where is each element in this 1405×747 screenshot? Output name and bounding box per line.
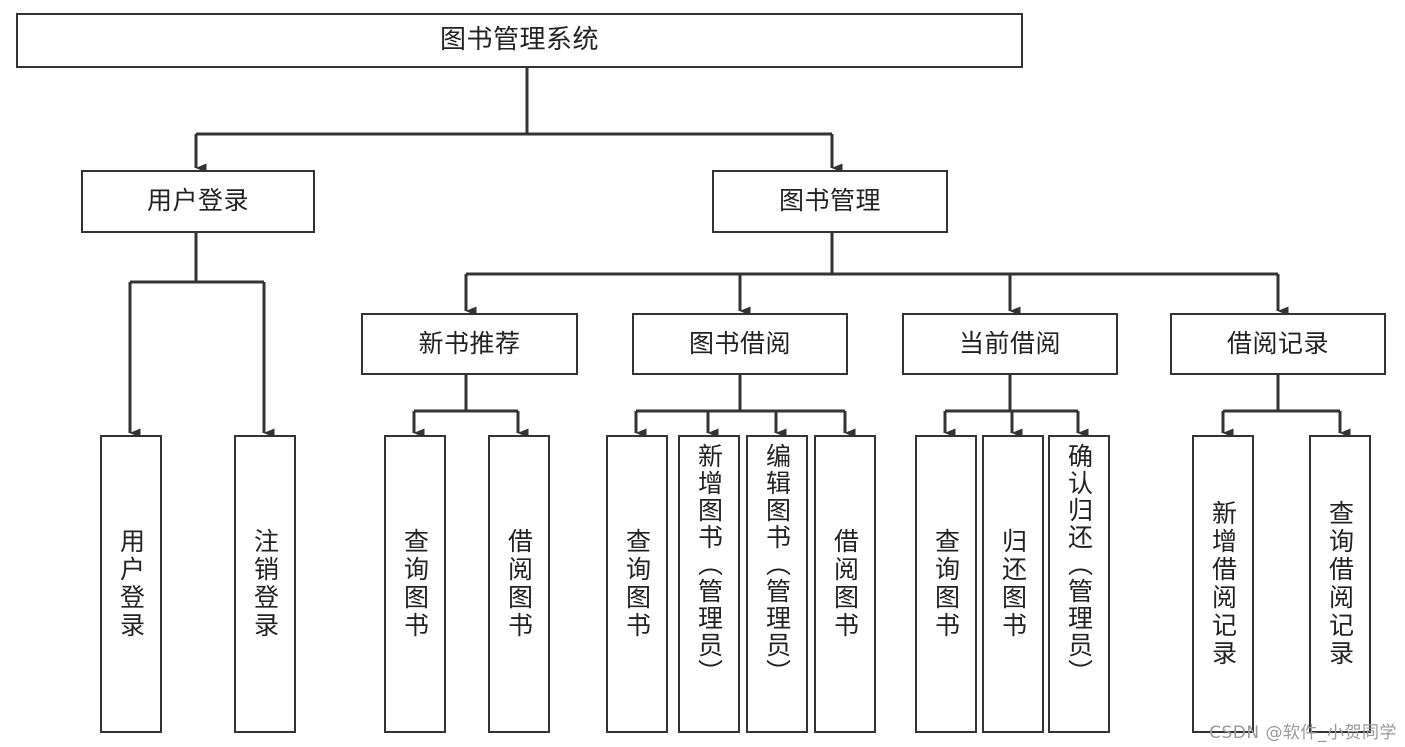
leaf-recommend-borrow-book[interactable]: 借阅图书 bbox=[488, 435, 550, 733]
node-label: 图书管理 bbox=[778, 186, 881, 216]
leaf-borrow-add-book[interactable]: 新增图书（管理员） bbox=[678, 435, 740, 733]
node-label: 查询图书 bbox=[931, 528, 961, 640]
leaf-borrow-query-book[interactable]: 查询图书 bbox=[606, 435, 668, 733]
node-label: 借阅图书 bbox=[830, 528, 860, 640]
node-borrow-record[interactable]: 借阅记录 bbox=[1170, 313, 1386, 375]
leaf-record-query[interactable]: 查询借阅记录 bbox=[1309, 435, 1371, 733]
node-current-borrow[interactable]: 当前借阅 bbox=[902, 313, 1118, 375]
node-label: 确认归还（管理员） bbox=[1064, 443, 1094, 686]
watermark-text: CSDN @软件_小贺同学 bbox=[1209, 723, 1397, 743]
node-label: 查询图书 bbox=[400, 528, 430, 640]
leaf-borrow-edit-book[interactable]: 编辑图书（管理员） bbox=[746, 435, 808, 733]
leaf-user-login[interactable]: 用户登录 bbox=[100, 435, 162, 733]
node-label: 图书借阅 bbox=[688, 328, 791, 358]
leaf-recommend-query-book[interactable]: 查询图书 bbox=[384, 435, 446, 733]
node-label: 图书管理系统 bbox=[439, 24, 599, 55]
node-label: 新增借阅记录 bbox=[1208, 500, 1238, 668]
node-user-login[interactable]: 用户登录 bbox=[81, 170, 315, 233]
node-new-book-recommend[interactable]: 新书推荐 bbox=[361, 313, 578, 375]
node-book-management[interactable]: 图书管理 bbox=[712, 170, 948, 233]
leaf-current-confirm-return[interactable]: 确认归还（管理员） bbox=[1048, 435, 1110, 733]
node-label: 查询借阅记录 bbox=[1325, 500, 1355, 668]
node-label: 新书推荐 bbox=[418, 328, 521, 358]
leaf-current-return-book[interactable]: 归还图书 bbox=[982, 435, 1044, 733]
node-label: 查询图书 bbox=[622, 528, 652, 640]
leaf-user-logout[interactable]: 注销登录 bbox=[234, 435, 296, 733]
leaf-record-add[interactable]: 新增借阅记录 bbox=[1192, 435, 1254, 733]
node-label: 注销登录 bbox=[250, 528, 280, 640]
node-label: 归还图书 bbox=[998, 528, 1028, 640]
node-label: 借阅图书 bbox=[504, 528, 534, 640]
node-label: 编辑图书（管理员） bbox=[762, 443, 792, 686]
leaf-borrow-borrow-book[interactable]: 借阅图书 bbox=[814, 435, 876, 733]
node-label: 用户登录 bbox=[116, 528, 146, 640]
node-label: 当前借阅 bbox=[958, 328, 1061, 358]
node-label: 借阅记录 bbox=[1226, 328, 1329, 358]
node-label: 新增图书（管理员） bbox=[694, 443, 724, 686]
node-root-system[interactable]: 图书管理系统 bbox=[16, 13, 1023, 68]
node-label: 用户登录 bbox=[146, 186, 249, 216]
node-book-borrow[interactable]: 图书借阅 bbox=[632, 313, 848, 375]
leaf-current-query-book[interactable]: 查询图书 bbox=[915, 435, 977, 733]
